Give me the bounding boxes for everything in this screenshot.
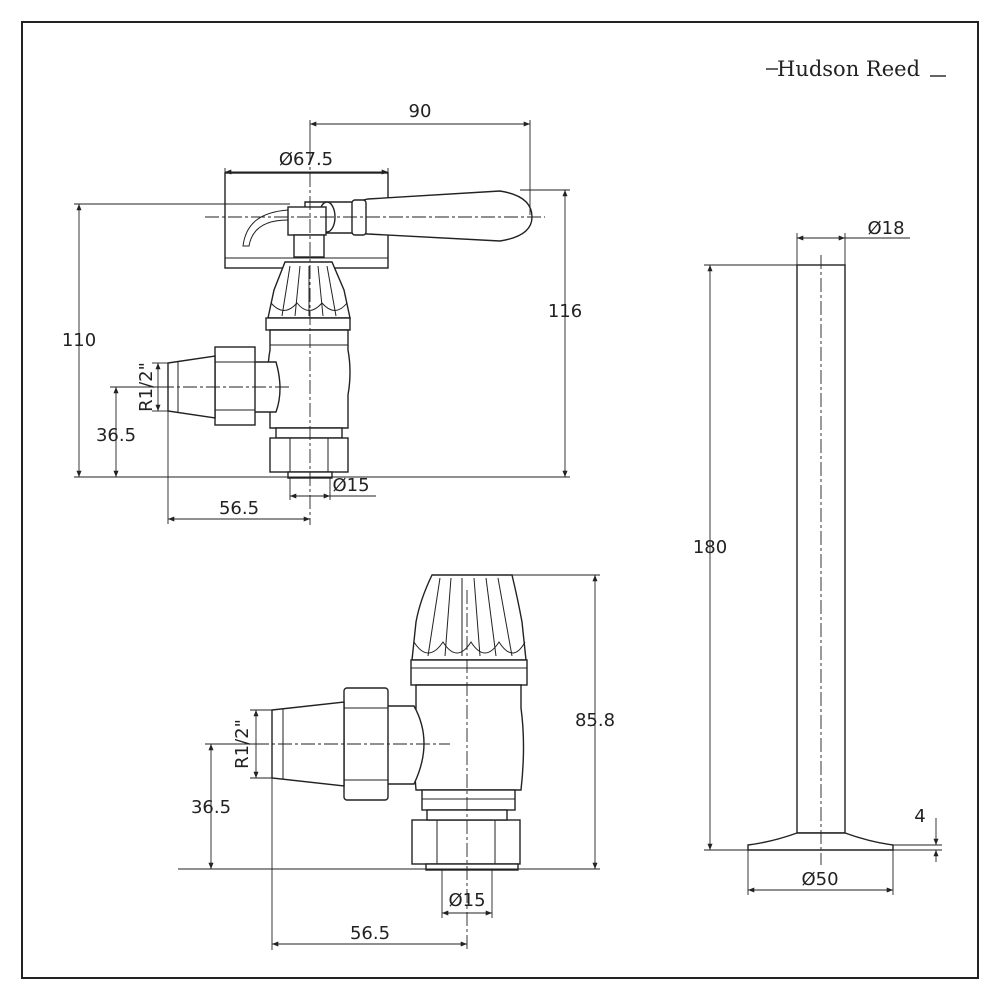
dim-height-85-8: 85.8: [575, 710, 615, 731]
bottom-nut: [269, 437, 349, 473]
lever-hub: [287, 206, 327, 236]
cap-ring: [265, 317, 351, 331]
wheelhead-valve-view: [255, 574, 528, 950]
cap-ring-large: [410, 659, 528, 686]
dim-pipe-diameter-top: Ø15: [332, 475, 369, 496]
lever-valve-view: [160, 150, 545, 525]
dim-inlet-height-top: 36.5: [96, 425, 136, 446]
inlet-nut: [214, 346, 256, 426]
lever-valve-dimensions: 90 Ø67.5 110 116 R1/2" 36.5 Ø15 56.5: [62, 101, 582, 524]
dim-inlet-offset-bottom: 56.5: [350, 923, 390, 944]
brand-logo: Hudson Reed: [766, 57, 946, 81]
brand-name: Hudson Reed: [777, 57, 920, 81]
shroud-base: [747, 832, 894, 851]
lever-collar: [351, 199, 367, 236]
side-boss: [253, 361, 281, 413]
drawing-frame: [21, 21, 979, 979]
wheelhead-valve-dimensions: 85.8 R1/2" 36.5 Ø15 56.5: [178, 574, 615, 950]
dim-height-116: 116: [548, 301, 582, 322]
dim-base-thickness: 4: [914, 806, 925, 827]
bottom-nut-large: [411, 819, 521, 865]
pipe-shroud-view: [747, 255, 894, 865]
pipe-shroud-dimensions: Ø18 180 4 Ø50: [693, 218, 942, 895]
dim-inlet-height-bottom: 36.5: [191, 797, 231, 818]
dim-width-90: 90: [409, 101, 432, 122]
dim-base-diameter: Ø50: [801, 869, 838, 890]
dim-inlet-offset-top: 56.5: [219, 498, 259, 519]
dim-handle-diameter: Ø67.5: [279, 149, 333, 170]
dim-tube-diameter: Ø18: [867, 218, 904, 239]
valve-body-large: [413, 684, 525, 791]
dim-pipe-diameter-bottom: Ø15: [448, 890, 485, 911]
dim-height-110: 110: [62, 330, 96, 351]
side-boss-large: [385, 705, 425, 785]
dim-height-180: 180: [693, 537, 727, 558]
